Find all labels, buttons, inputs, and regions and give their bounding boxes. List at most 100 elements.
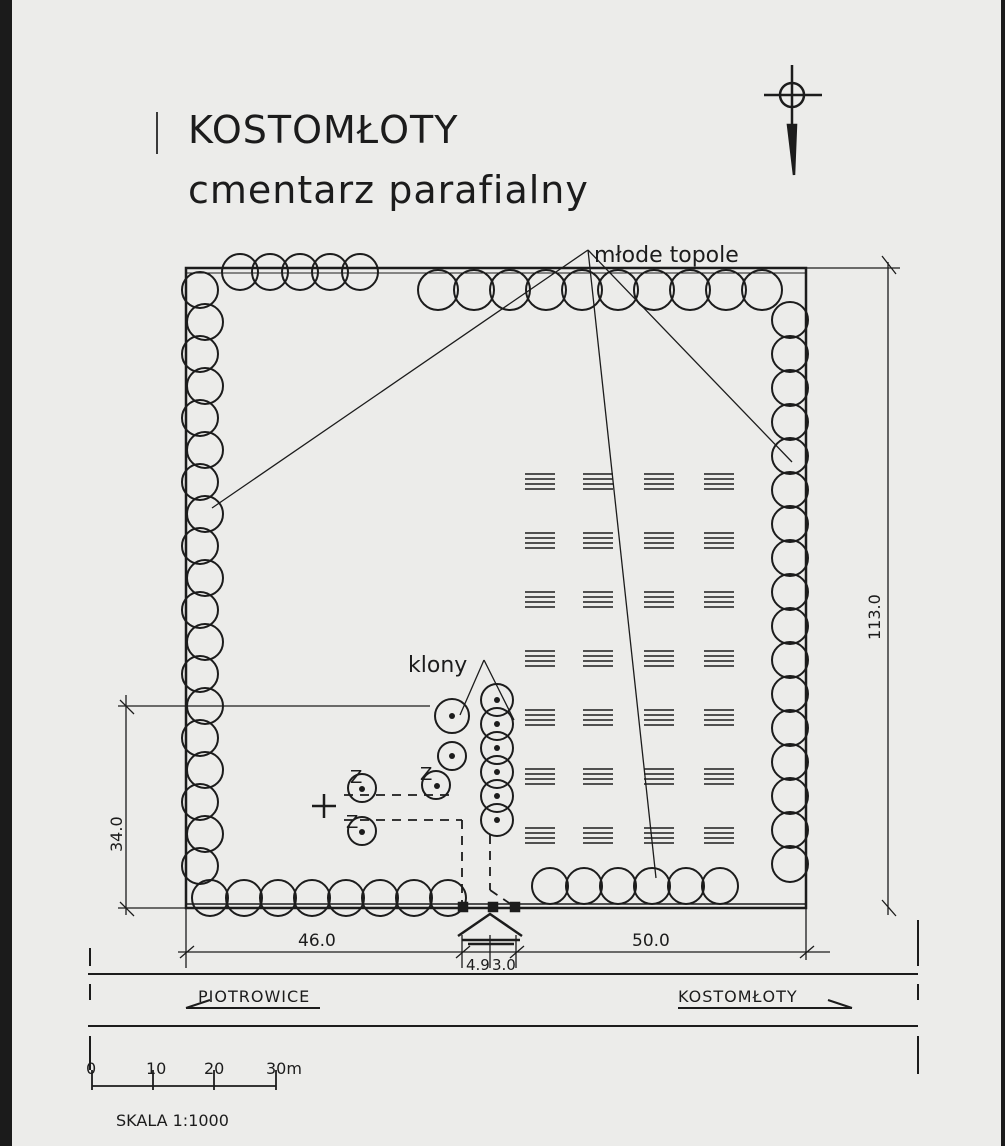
tree-circle [434, 698, 470, 734]
road-label-west: PIOTROWICE [198, 987, 310, 1006]
tree-circle [225, 879, 263, 917]
tree-mark-z-1: Z [350, 767, 362, 788]
tree-circle [181, 271, 219, 309]
tree-circle [186, 623, 224, 661]
tree-circle [186, 431, 224, 469]
dimension-lines [118, 255, 900, 968]
chapel-outline [344, 794, 513, 906]
tree-circle [181, 591, 219, 629]
tree-circle [633, 867, 671, 905]
tree-circle [181, 719, 219, 757]
tree-circle [771, 675, 809, 713]
grave-field [525, 473, 734, 844]
scale-bar [91, 1070, 277, 1090]
road-label-east: KOSTOMŁOTY [678, 987, 798, 1006]
tree-circle [771, 777, 809, 815]
scan-border-left [0, 0, 12, 1146]
map-subtitle: cmentarz parafialny [188, 168, 589, 212]
dim-left-offset: 34.0 [107, 816, 126, 852]
tree-circle [771, 369, 809, 407]
tree-circle [771, 505, 809, 543]
scale-tick-20: 20 [204, 1059, 224, 1078]
tree-circle [327, 879, 365, 917]
tree-circle [480, 779, 514, 813]
tree-circle [186, 303, 224, 341]
tree-circle [480, 707, 514, 741]
tree-circle [701, 867, 739, 905]
tree-circle [599, 867, 637, 905]
tree-circle [669, 269, 711, 311]
north-arrow-icon [764, 65, 822, 176]
tree-row [181, 253, 809, 917]
margin-mark [156, 112, 158, 154]
tree-dot [494, 697, 500, 703]
tree-circle [181, 463, 219, 501]
tree-circle [437, 741, 467, 771]
tree-circle [480, 731, 514, 765]
scale-tick-0: 0 [86, 1059, 96, 1078]
tree-circle [741, 269, 783, 311]
tree-circle [771, 539, 809, 577]
tree-circle [395, 879, 433, 917]
tree-circle [771, 403, 809, 441]
scale-tick-10: 10 [146, 1059, 166, 1078]
tree-circle [771, 641, 809, 679]
tree-circle [771, 437, 809, 475]
tree-circle [771, 709, 809, 747]
tree-circle [597, 269, 639, 311]
tree-circle [771, 301, 809, 339]
tree-circle [565, 867, 603, 905]
tree-circle [480, 683, 514, 717]
cross-icon [312, 794, 336, 818]
tree-circle [186, 367, 224, 405]
tree-circle [186, 495, 224, 533]
tree-circle [771, 573, 809, 611]
road [88, 920, 919, 1074]
tree-dot [494, 745, 500, 751]
tree-circle [525, 269, 567, 311]
dim-left-width: 46.0 [298, 931, 336, 951]
marked-tree-dots [359, 783, 440, 835]
tree-circle [281, 253, 319, 291]
tree-circle [705, 269, 747, 311]
tree-circle [181, 783, 219, 821]
tree-circle [191, 879, 229, 917]
tree-circle [181, 335, 219, 373]
label-poplars: młode topole [594, 243, 739, 268]
tree-circle [259, 879, 297, 917]
scan-border-right [1001, 0, 1005, 1146]
tree-circle [181, 399, 219, 437]
tree-circle [181, 655, 219, 693]
tree-circle [771, 335, 809, 373]
tree-circle [417, 269, 459, 311]
map-title: KOSTOMŁOTY [188, 108, 459, 152]
tree-circle [181, 527, 219, 565]
tree-circle [771, 845, 809, 883]
tree-circle [561, 269, 603, 311]
scale-label: SKALA 1:1000 [116, 1111, 229, 1130]
tree-circle [181, 847, 219, 885]
tree-dot [494, 769, 500, 775]
tree-circle [221, 253, 259, 291]
tree-circle [341, 253, 379, 291]
tree-circle [531, 867, 569, 905]
tree-circle [429, 879, 467, 917]
tree-circle [667, 867, 705, 905]
maple-leader-lines [459, 659, 515, 721]
tree-circle [311, 253, 349, 291]
dim-gate-a: 4.9 [466, 956, 490, 974]
scale-tick-30: 30m [266, 1059, 302, 1078]
tree-circle [771, 743, 809, 781]
tree-mark-z-3: Z [420, 764, 432, 785]
tree-circle [480, 803, 514, 837]
label-maples: klony [408, 653, 467, 678]
tree-dot [449, 713, 455, 719]
tree-dot [449, 753, 455, 759]
tree-dot [494, 793, 500, 799]
tree-circle [251, 253, 289, 291]
marked-trees [347, 770, 451, 846]
tree-circle [771, 607, 809, 645]
tree-circle [771, 471, 809, 509]
